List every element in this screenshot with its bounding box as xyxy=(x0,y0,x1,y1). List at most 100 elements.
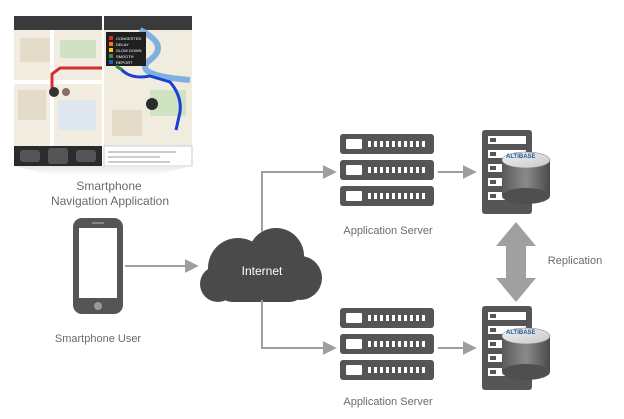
server-vent xyxy=(422,167,425,173)
internet-cloud-icon xyxy=(200,228,322,302)
server-vent xyxy=(404,141,407,147)
phone-caption-line2: Navigation Application xyxy=(50,194,170,208)
db-bay xyxy=(488,312,526,320)
replication-label: Replication xyxy=(547,255,603,267)
server-vent xyxy=(422,141,425,147)
server-vent xyxy=(386,341,389,347)
db-bay-light xyxy=(490,328,496,332)
legend-label: REPORT xyxy=(116,60,133,65)
connection-arrows xyxy=(125,165,477,355)
server-vent xyxy=(422,367,425,373)
server-vent xyxy=(368,315,371,321)
server-vent xyxy=(386,193,389,199)
server-vent xyxy=(380,315,383,321)
server-vent xyxy=(416,315,419,321)
server-vent xyxy=(374,193,377,199)
server-panel xyxy=(346,339,362,349)
legend-label: CONGESTED xyxy=(116,36,141,41)
legend-swatch xyxy=(109,60,113,64)
server-vent xyxy=(416,341,419,347)
server-vent xyxy=(416,167,419,173)
full-path-button-icon xyxy=(76,150,96,162)
application-server-bottom-icon xyxy=(340,308,434,380)
server-vent xyxy=(410,167,413,173)
smartphone-user-label: Smartphone User xyxy=(54,333,142,345)
server-vent xyxy=(368,367,371,373)
replication-arrow-icon xyxy=(496,222,536,302)
server-vent xyxy=(386,167,389,173)
server-vent xyxy=(374,141,377,147)
legend-swatch xyxy=(109,54,113,58)
db-cylinder-top xyxy=(501,327,551,345)
server-vent xyxy=(404,341,407,347)
server-vent xyxy=(422,341,425,347)
server-vent xyxy=(410,367,413,373)
db-bay-light xyxy=(490,166,496,170)
legend-label: DELAY xyxy=(116,42,129,47)
server-vent xyxy=(410,141,413,147)
app-server-bottom-label: Application Server xyxy=(343,396,433,408)
smartphone-icon xyxy=(73,218,123,314)
server-vent xyxy=(392,367,395,373)
internet-label: Internet xyxy=(241,264,283,278)
server-vent xyxy=(380,193,383,199)
db-bay-light xyxy=(490,314,496,318)
server-panel xyxy=(346,191,362,201)
server-vent xyxy=(380,341,383,347)
db-bay xyxy=(488,150,526,158)
server-vent xyxy=(392,193,395,199)
server-panel xyxy=(346,365,362,375)
server-vent xyxy=(374,167,377,173)
server-vent xyxy=(380,141,383,147)
db-bay xyxy=(488,326,526,334)
server-vent xyxy=(398,141,401,147)
database-server-bottom-icon: ALTIBASE xyxy=(482,306,551,390)
server-vent xyxy=(416,193,419,199)
server-vent xyxy=(392,315,395,321)
navigation-app-screenshot-left xyxy=(14,16,102,166)
server-vent xyxy=(386,141,389,147)
server-vent xyxy=(410,341,413,347)
application-server-top-icon xyxy=(340,134,434,206)
server-vent xyxy=(392,141,395,147)
server-vent xyxy=(386,315,389,321)
legend-label: SLOW DOWN xyxy=(116,48,142,53)
server-vent xyxy=(374,367,377,373)
db-bay-light xyxy=(490,342,496,346)
app-server-top-label: Application Server xyxy=(343,225,433,237)
server-vent xyxy=(398,315,401,321)
legend-label: SMOOTH xyxy=(116,54,134,59)
server-vent xyxy=(386,367,389,373)
server-panel xyxy=(346,313,362,323)
max-button-icon xyxy=(20,150,40,162)
db-bay-light xyxy=(490,356,496,360)
server-vent xyxy=(380,167,383,173)
server-vent xyxy=(368,341,371,347)
server-vent xyxy=(380,367,383,373)
server-vent xyxy=(422,193,425,199)
route-button-icon xyxy=(48,148,68,164)
legend-swatch xyxy=(109,42,113,46)
database-server-top-icon: ALTIBASE xyxy=(482,130,551,214)
server-vent xyxy=(398,193,401,199)
server-vent xyxy=(404,167,407,173)
navigation-app-screenshot-right xyxy=(103,16,193,167)
db-cylinder-base xyxy=(502,188,550,204)
db-bay-light xyxy=(490,194,496,198)
server-panel xyxy=(346,165,362,175)
server-vent xyxy=(392,167,395,173)
altibase-logo: ALTIBASE xyxy=(506,154,536,160)
server-vent xyxy=(422,315,425,321)
server-vent xyxy=(398,367,401,373)
server-vent xyxy=(404,315,407,321)
server-vent xyxy=(416,367,419,373)
db-bay-light xyxy=(490,138,496,142)
server-vent xyxy=(410,315,413,321)
db-cylinder-top xyxy=(501,151,551,169)
server-vent xyxy=(416,141,419,147)
server-vent xyxy=(368,167,371,173)
phone-caption-line1: Smartphone xyxy=(76,179,142,193)
db-bay-light xyxy=(490,370,496,374)
